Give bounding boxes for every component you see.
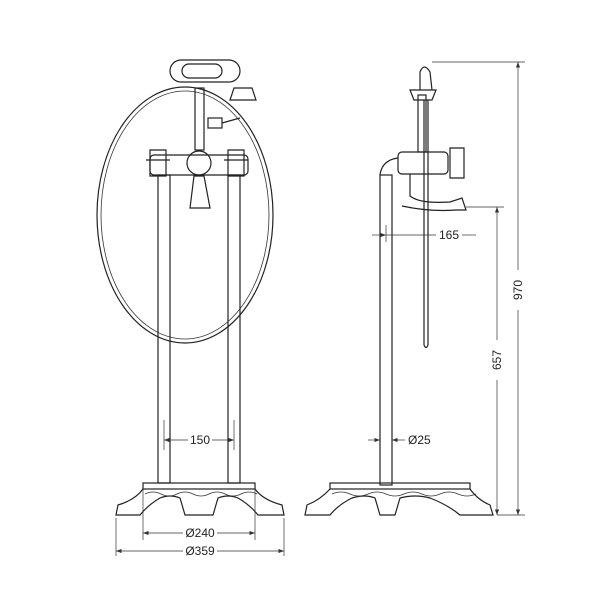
side-hose (423, 100, 429, 349)
spout-reach-label: 165 (439, 228, 459, 242)
shower-hose (96, 86, 274, 344)
pipe-spacing-label: 150 (190, 433, 210, 447)
spout-height-label: 657 (490, 350, 504, 370)
side-riser (417, 94, 427, 153)
left-cross-handle (146, 149, 170, 177)
front-base-feet (115, 488, 285, 516)
side-mixer-body (397, 151, 449, 175)
side-spout (401, 174, 467, 212)
side-view (304, 66, 494, 516)
dimension-pipe-diameter: Ø25 (368, 433, 431, 447)
front-base-plate (142, 482, 256, 490)
side-pipe (379, 174, 393, 486)
mixer-body (149, 154, 249, 176)
dimension-spout-height: 657 (466, 206, 504, 515)
valve-center (186, 150, 212, 176)
diverter-stem (194, 87, 205, 151)
side-base-plate (329, 482, 471, 490)
shower-head (229, 87, 257, 101)
front-view (96, 59, 285, 516)
dimension-base-inner: Ø240 (142, 489, 256, 540)
dimension-base-outer: Ø359 (115, 518, 285, 558)
right-cross-handle (224, 149, 248, 177)
dimension-spout-reach: 165 (372, 225, 476, 242)
front-spout (189, 175, 211, 209)
pipe-diameter-label: Ø25 (408, 433, 431, 447)
base-inner-label: Ø240 (185, 526, 215, 540)
dimension-total-height: 970 (432, 61, 525, 516)
handset (169, 59, 241, 83)
dimension-pipe-spacing: 150 (163, 420, 235, 450)
side-base-feet (304, 488, 494, 516)
base-outer-label: Ø359 (185, 544, 215, 558)
side-cross-handle (449, 147, 465, 179)
total-height-label: 970 (511, 280, 525, 300)
side-shower-head (409, 89, 437, 101)
